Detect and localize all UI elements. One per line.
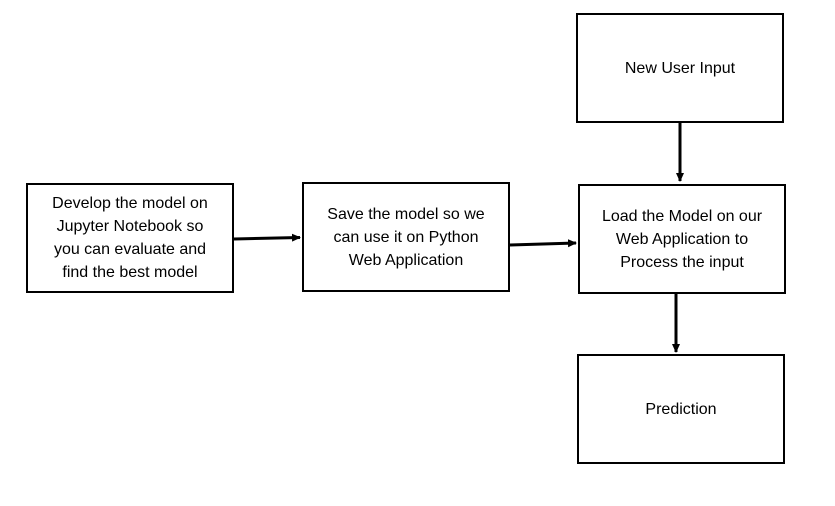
node-load-model: Load the Model on our Web Application to…: [578, 184, 786, 294]
arrow-develop-to-save: [233, 233, 301, 242]
arrow-save-to-load: [509, 239, 577, 248]
label-line: Prediction: [645, 400, 717, 418]
label-line: you can evaluate and: [53, 241, 207, 258]
label-line: Load the Model on our: [601, 207, 763, 225]
node-save-model-label: Save the model so we can use it on Pytho…: [327, 203, 484, 272]
label-line: Process the input: [620, 253, 744, 271]
label-line: Jupyter Notebook so: [56, 218, 204, 235]
node-new-user-input-label: New User Input: [625, 57, 735, 80]
node-save-model: Save the model so we can use it on Pytho…: [302, 182, 510, 292]
node-new-user-input: New User Input: [576, 13, 784, 123]
label-line: Save the model so we: [327, 205, 485, 223]
node-prediction: Prediction: [577, 354, 785, 464]
node-prediction-label: Prediction: [645, 398, 716, 421]
node-develop-model-label: Develop the model on Jupyter Notebook so…: [52, 192, 208, 284]
label-line: find the best model: [62, 264, 198, 281]
label-line: Develop the model on: [52, 195, 208, 212]
label-line: Web Application to: [615, 230, 749, 248]
label-line: Web Application: [348, 251, 464, 269]
node-load-model-label: Load the Model on our Web Application to…: [602, 205, 762, 274]
node-develop-model: Develop the model on Jupyter Notebook so…: [26, 183, 234, 293]
label-line: New User Input: [624, 59, 736, 77]
label-line: can use it on Python: [333, 228, 479, 246]
